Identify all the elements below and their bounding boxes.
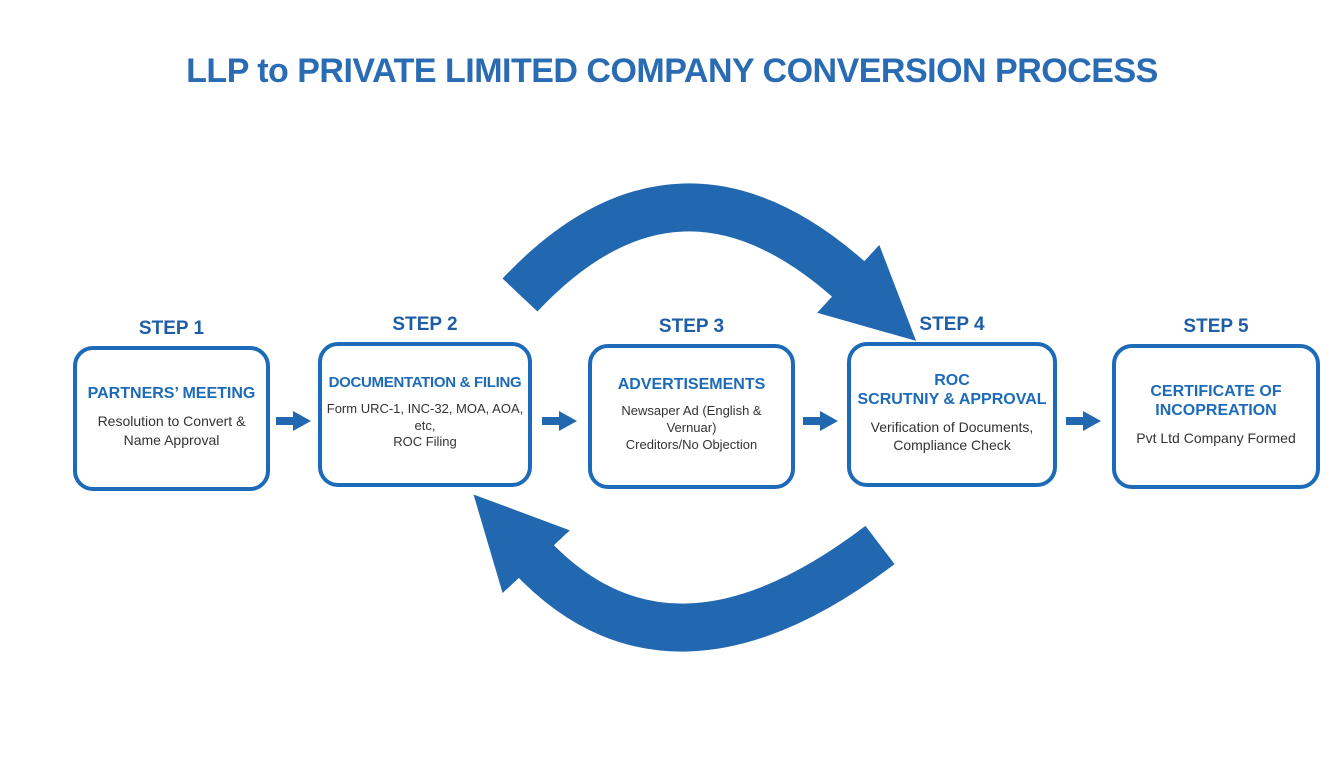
connector-arrow-icon-3 bbox=[803, 411, 838, 431]
step-5-description: Pvt Ltd Company Formed bbox=[1136, 430, 1296, 447]
step-2-description: Form URC-1, INC-32, MOA, AOA, etc, ROC F… bbox=[326, 400, 524, 450]
step-4-label: STEP 4 bbox=[919, 314, 985, 335]
step-3-description: Newsaper Ad (English & Vernuar) Creditor… bbox=[621, 403, 762, 453]
step-group-2: STEP 2 DOCUMENTATION & FILING Form URC-1… bbox=[318, 314, 532, 487]
connector-arrow-icon-4 bbox=[1066, 411, 1101, 431]
step-4-title: ROC SCRUTNIY & APPROVAL bbox=[857, 371, 1047, 408]
page-title: LLP to PRIVATE LIMITED COMPANY CONVERSIO… bbox=[186, 52, 1158, 90]
step-5-box: CERTIFICATE OF INCOPREATION Pvt Ltd Comp… bbox=[1112, 344, 1320, 489]
connector-arrow-icon-1 bbox=[276, 411, 311, 431]
step-3-title: ADVERTISEMENTS bbox=[617, 376, 766, 394]
step-4-box: ROC SCRUTNIY & APPROVAL Verification of … bbox=[847, 342, 1057, 487]
step-2-box: DOCUMENTATION & FILING Form URC-1, INC-3… bbox=[318, 342, 532, 487]
step-group-4: STEP 4 ROC SCRUTNIY & APPROVAL Verificat… bbox=[847, 314, 1057, 487]
step-5-label: STEP 5 bbox=[1183, 316, 1249, 337]
step-2-title: DOCUMENTATION & FILING bbox=[328, 373, 522, 391]
step-group-3: STEP 3 ADVERTISEMENTS Newsaper Ad (Engli… bbox=[588, 316, 795, 489]
cycle-bottom-arrow-icon bbox=[473, 494, 895, 652]
step-1-title: PARTNERS’ MEETING bbox=[87, 385, 256, 403]
step-2-label: STEP 2 bbox=[392, 314, 458, 335]
step-3-box: ADVERTISEMENTS Newsaper Ad (English & Ve… bbox=[588, 344, 795, 489]
step-3-label: STEP 3 bbox=[658, 316, 725, 337]
step-group-5: STEP 5 CERTIFICATE OF INCOPREATION Pvt L… bbox=[1112, 316, 1320, 489]
connector-arrow-icon-2 bbox=[542, 411, 577, 431]
step-1-box: PARTNERS’ MEETING Resolution to Convert … bbox=[73, 346, 270, 491]
step-4-description: Verification of Documents, Compliance Ch… bbox=[870, 419, 1034, 454]
step-1-description: Resolution to Convert & Name Approval bbox=[97, 413, 246, 448]
step-group-1: STEP 1 PARTNERS’ MEETING Resolution to C… bbox=[73, 318, 270, 491]
cycle-top-arrow-icon bbox=[502, 183, 917, 341]
step-5-title: CERTIFICATE OF INCOPREATION bbox=[1150, 382, 1282, 419]
step-1-label: STEP 1 bbox=[138, 318, 205, 339]
